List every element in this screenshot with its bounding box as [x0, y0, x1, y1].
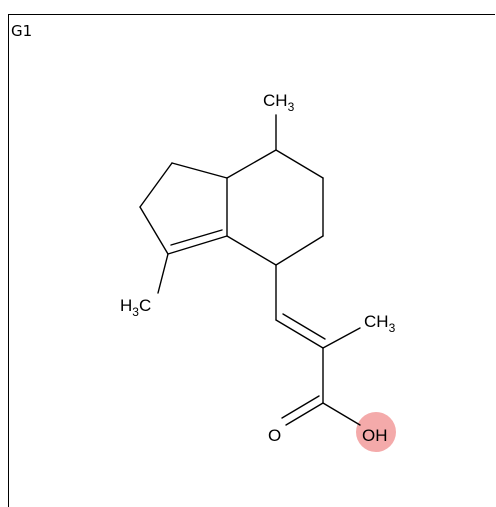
bond	[139, 206, 169, 255]
oh-highlight	[356, 412, 396, 452]
oxygen-label: O	[268, 426, 281, 445]
bond	[275, 235, 324, 266]
bond	[275, 319, 324, 349]
bond-double-inner	[281, 395, 320, 419]
bond	[226, 149, 277, 179]
bond	[157, 253, 169, 294]
structure-panel	[8, 14, 495, 507]
hydroxyl-label: OH	[362, 426, 388, 445]
bond	[139, 162, 173, 208]
ch3-top-label: CH3	[263, 91, 295, 114]
panel-label: G1	[11, 22, 33, 40]
bond	[171, 162, 228, 179]
bond	[322, 402, 361, 426]
bond	[226, 235, 277, 266]
bond	[167, 235, 228, 255]
bond	[285, 402, 324, 426]
bond-double-inner	[170, 229, 223, 246]
ch3-right-label: CH3	[364, 312, 396, 335]
bond	[322, 327, 361, 349]
h3c-left-label: H3C	[120, 296, 151, 319]
bond	[275, 149, 324, 179]
bond-double-inner	[282, 313, 326, 340]
